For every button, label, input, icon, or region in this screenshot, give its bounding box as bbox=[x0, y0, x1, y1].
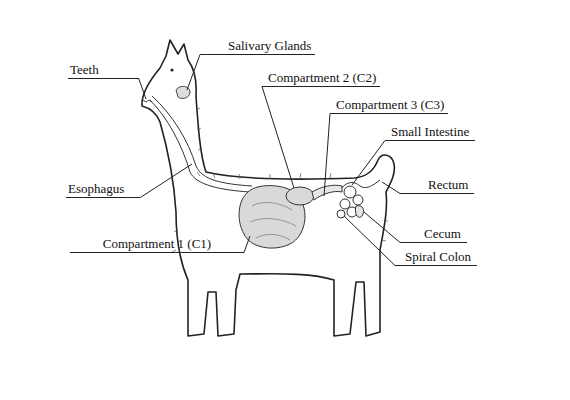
part-label: Compartment 3 (C3) bbox=[330, 97, 448, 114]
part-label: Esophagus bbox=[66, 181, 140, 198]
leader-line bbox=[364, 212, 400, 243]
llama-outline bbox=[142, 40, 394, 336]
leader-line bbox=[382, 182, 400, 194]
leader-line bbox=[139, 79, 146, 100]
part-label: Teeth bbox=[68, 62, 139, 79]
compartment-2 bbox=[286, 187, 314, 205]
leader-line bbox=[140, 164, 192, 198]
compartment-3 bbox=[312, 185, 342, 200]
part-label: Rectum bbox=[400, 177, 474, 194]
compartment-1-folds bbox=[250, 203, 296, 240]
part-label: Salivary Glands bbox=[200, 38, 315, 55]
leader-line bbox=[324, 114, 330, 197]
esophagus bbox=[152, 96, 252, 186]
part-label: Cecum bbox=[400, 226, 467, 243]
part-label: Spiral Colon bbox=[395, 249, 477, 266]
esophagus bbox=[150, 100, 250, 192]
part-label: Small Intestine bbox=[385, 124, 475, 141]
leader-line bbox=[187, 55, 200, 91]
intestines bbox=[337, 180, 380, 218]
part-label: Compartment 1 (C1) bbox=[70, 236, 244, 253]
cecum bbox=[355, 206, 363, 218]
leader-line bbox=[344, 216, 395, 266]
leader-line bbox=[244, 236, 250, 253]
leader-line bbox=[262, 87, 294, 189]
eye bbox=[170, 68, 173, 71]
leader-line bbox=[352, 141, 385, 186]
fur-texture bbox=[172, 108, 388, 252]
part-label: Compartment 2 (C2) bbox=[262, 70, 380, 87]
